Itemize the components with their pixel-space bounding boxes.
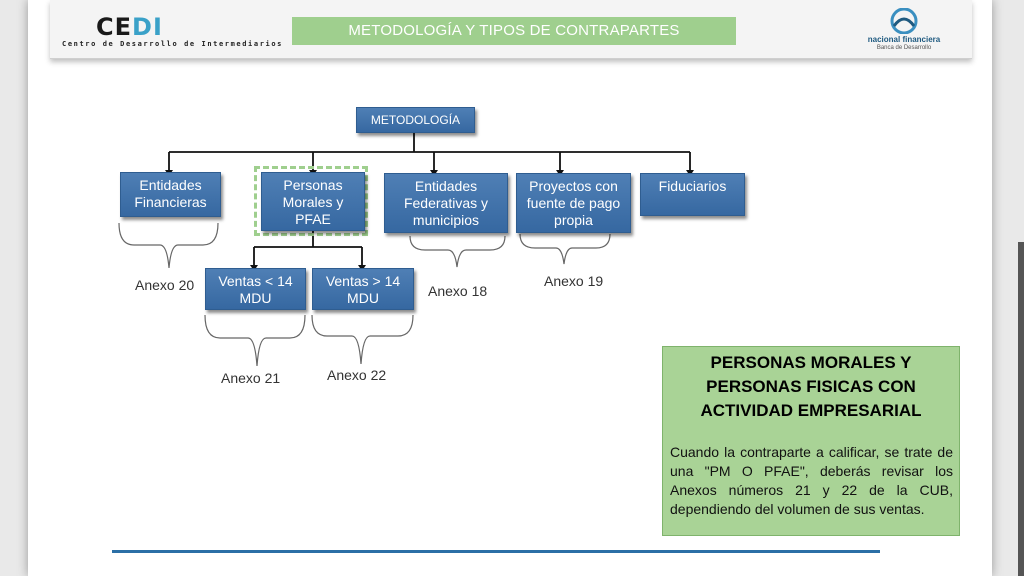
nafin-logo: nacional financiera Banca de Desarrollo xyxy=(854,8,954,54)
node-personas-morales-pfae: Personas Morales y PFAE xyxy=(261,172,365,231)
info-box-body: Cuando la contraparte a calificar, se tr… xyxy=(670,444,953,517)
cedi-brand: CEDI xyxy=(96,13,163,41)
node-entidades-federativas: Entidades Federativas y municipios xyxy=(384,173,508,233)
annex-18-label: Anexo 18 xyxy=(428,283,488,299)
node-ventas-menor-14: Ventas < 14 MDU xyxy=(205,268,306,310)
node-metodologia: METODOLOGÍA xyxy=(356,107,475,133)
footer-accent-line xyxy=(112,550,880,553)
nafin-emblem-icon xyxy=(890,8,918,34)
cedi-subtitle: Centro de Desarrollo de Intermediarios xyxy=(62,40,283,48)
nafin-name: nacional financiera xyxy=(867,35,941,44)
node-fiduciarios: Fiduciarios xyxy=(640,173,745,216)
annex-19-label: Anexo 19 xyxy=(544,273,604,289)
node-proyectos-fuente-pago: Proyectos con fuente de pago propia xyxy=(516,173,631,233)
selected-node-highlight xyxy=(254,166,368,236)
annex-22-label: Anexo 22 xyxy=(327,367,387,383)
nafin-tagline: Banca de Desarrollo xyxy=(876,45,932,51)
cedi-logo: CEDI Centro de Desarrollo de Intermediar… xyxy=(62,13,281,48)
slide-title-banner: METODOLOGÍA Y TIPOS DE CONTRAPARTES xyxy=(292,17,736,45)
window-edge xyxy=(1018,242,1024,576)
annex-21-label: Anexo 21 xyxy=(221,370,281,386)
node-entidades-financieras: Entidades Financieras xyxy=(120,172,221,217)
info-box-title: PERSONAS MORALES Y PERSONAS FISICAS CON … xyxy=(700,353,922,420)
info-box: PERSONAS MORALES Y PERSONAS FISICAS CON … xyxy=(662,346,960,536)
annex-20-label: Anexo 20 xyxy=(135,277,195,293)
node-ventas-mayor-14: Ventas > 14 MDU xyxy=(312,268,414,310)
